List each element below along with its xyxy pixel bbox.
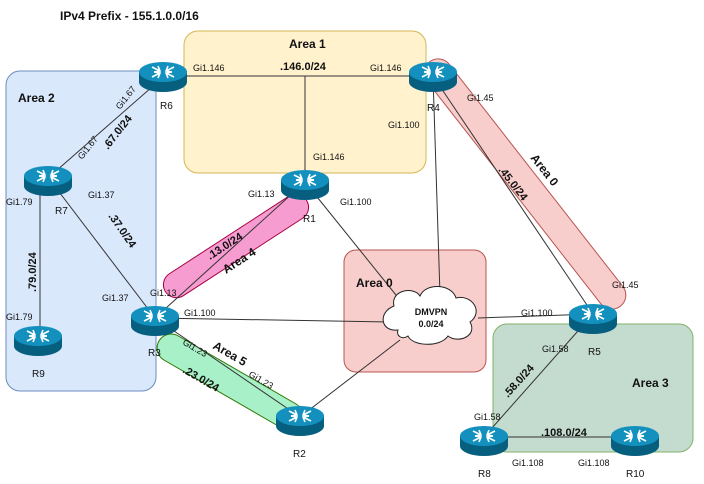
if-r4-gi146: Gi1.146: [370, 63, 402, 73]
router-r4-label: R4: [427, 103, 440, 114]
link-r5-r8: [483, 313, 594, 438]
router-r9-label: R9: [32, 369, 45, 380]
diagram-title: IPv4 Prefix - 155.1.0.0/16: [60, 9, 199, 23]
area4-band: [162, 193, 310, 299]
router-r6-icon[interactable]: [138, 61, 188, 93]
if-r5-gi58: Gi1.58: [542, 344, 569, 354]
subnet-79: .79.0/24: [27, 251, 39, 292]
link-r1-r3: [154, 181, 306, 319]
if-r1-gi13: Gi1.13: [248, 189, 275, 199]
link-r4-r5: [432, 75, 594, 315]
router-r7-icon[interactable]: [23, 165, 73, 197]
area3-label: Area 3: [632, 376, 669, 390]
if-r7-gi37: Gi1.37: [88, 190, 115, 200]
if-r10-gi108: Gi1.108: [578, 458, 610, 468]
if-r5-gi45: Gi1.45: [612, 280, 639, 290]
if-r7-gi79: Gi1.79: [6, 197, 33, 207]
if-r3-gi13: Gi1.13: [150, 288, 177, 298]
if-r3-gi37: Gi1.37: [102, 293, 129, 303]
router-r2-icon[interactable]: [275, 405, 325, 437]
router-r2-label: R2: [293, 449, 306, 460]
if-r8-gi108: Gi1.108: [512, 458, 544, 468]
if-r1-gi100: Gi1.100: [340, 197, 372, 207]
link-r1-dmvpn: [304, 181, 401, 301]
router-r10-label: R10: [626, 469, 645, 480]
dmvpn-cloud: DMVPN 0.0/24: [382, 286, 477, 345]
link-r6-r7: [47, 79, 161, 179]
links: [39, 75, 635, 438]
area1-label: Area 1: [289, 37, 326, 51]
router-r4-icon[interactable]: [408, 61, 458, 93]
router-r7-label: R7: [55, 206, 68, 217]
if-r5-gi100: Gi1.100: [521, 308, 553, 318]
area0-cloud-label: Area 0: [356, 276, 393, 290]
router-r1-label: R1: [303, 214, 316, 225]
link-dmvpn-r2: [299, 339, 401, 418]
router-r5-label: R5: [588, 347, 601, 358]
dmvpn-subnet: 0.0/24: [418, 319, 443, 329]
router-r3-label: R3: [148, 348, 161, 359]
link-r4-dmvpn: [432, 75, 441, 296]
router-r8-label: R8: [478, 469, 491, 480]
area2-label: Area 2: [18, 91, 55, 105]
router-r3-icon[interactable]: [130, 305, 180, 337]
router-r5-icon[interactable]: [568, 303, 618, 335]
router-r8-icon[interactable]: [459, 425, 509, 457]
router-r10-icon[interactable]: [610, 425, 660, 457]
subnet-146: .146.0/24: [280, 61, 327, 73]
if-r8-gi58: Gi1.58: [474, 412, 501, 422]
area0-link-band: [423, 58, 627, 310]
router-r6-label: R6: [160, 101, 173, 112]
if-r4-gi100: Gi1.100: [388, 120, 420, 130]
if-r6-gi146: Gi1.146: [193, 63, 225, 73]
link-r3-r2: [154, 317, 301, 418]
subnet-108: .108.0/24: [541, 427, 588, 439]
if-r4-gi45: Gi1.45: [467, 93, 494, 103]
if-r1-gi146: Gi1.146: [313, 152, 345, 162]
router-r1-icon[interactable]: [280, 169, 330, 201]
link-r3-dmvpn: [154, 317, 391, 323]
area2-region: [5, 70, 157, 392]
router-r9-icon[interactable]: [13, 325, 63, 357]
link-r7-r3: [49, 179, 156, 319]
if-r3-gi100: Gi1.100: [184, 308, 216, 318]
dmvpn-label: DMVPN: [415, 307, 448, 317]
if-r9-gi79: Gi1.79: [6, 312, 33, 322]
